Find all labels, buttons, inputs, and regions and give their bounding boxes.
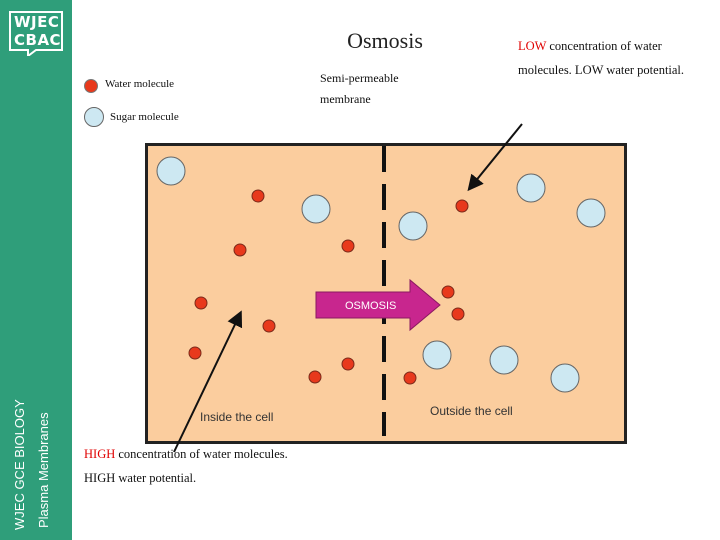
sugar-molecule xyxy=(156,156,186,186)
water-molecule xyxy=(251,189,265,203)
sugar-molecule xyxy=(550,363,580,393)
membrane-label-line-1: Semi-permeable xyxy=(320,71,399,85)
wjec-logo-icon xyxy=(9,11,63,56)
high-concentration-pointer-arrow xyxy=(173,310,243,453)
water-molecule xyxy=(341,357,355,371)
sugar-molecule-legend-label: Sugar molecule xyxy=(110,111,179,123)
water-molecule xyxy=(341,239,355,253)
water-molecule xyxy=(451,307,465,321)
high-label-rest: concentration of water molecules. HIGH w… xyxy=(84,447,288,485)
water-molecule-legend-icon xyxy=(84,79,98,93)
sugar-molecule xyxy=(301,194,331,224)
water-molecule xyxy=(188,346,202,360)
osmosis-arrow-label: OSMOSIS xyxy=(345,300,396,312)
membrane-label: Semi-permeable membrane xyxy=(320,68,440,110)
sidebar: WJEC CBAC WJEC GCE BIOLOGY Plasma Membra… xyxy=(0,0,72,540)
water-molecule xyxy=(194,296,208,310)
logo-line-1: WJEC xyxy=(14,13,60,31)
sugar-molecule xyxy=(576,198,606,228)
sugar-molecule xyxy=(489,345,519,375)
inside-cell-label: Inside the cell xyxy=(200,410,274,424)
water-molecule xyxy=(441,285,455,299)
water-molecule xyxy=(262,319,276,333)
water-molecule xyxy=(403,371,417,385)
osmosis-arrow: OSMOSIS xyxy=(315,278,441,332)
low-highlight: LOW xyxy=(518,39,547,53)
outside-cell-label: Outside the cell xyxy=(430,404,513,418)
water-molecule xyxy=(308,370,322,384)
sugar-molecule xyxy=(398,211,428,241)
low-concentration-pointer-arrow xyxy=(467,123,523,192)
membrane-label-line-2: membrane xyxy=(320,92,371,106)
high-highlight: HIGH xyxy=(84,447,116,461)
water-molecules xyxy=(188,189,469,385)
sugar-molecule xyxy=(516,173,546,203)
water-molecule-legend-label: Water molecule xyxy=(105,78,175,90)
low-label-rest: concentration of water molecules. LOW wa… xyxy=(518,39,685,77)
high-concentration-label: HIGH concentration of water molecules. H… xyxy=(84,442,294,490)
low-concentration-label: LOW concentration of water molecules. LO… xyxy=(518,34,718,82)
water-molecule xyxy=(455,199,469,213)
sugar-molecule-legend-icon xyxy=(84,107,104,127)
logo-line-2: CBAC xyxy=(14,31,62,49)
sugar-molecule xyxy=(422,340,452,370)
water-molecule xyxy=(233,243,247,257)
sugar-molecules xyxy=(156,156,606,393)
page-title: Osmosis xyxy=(347,28,423,53)
